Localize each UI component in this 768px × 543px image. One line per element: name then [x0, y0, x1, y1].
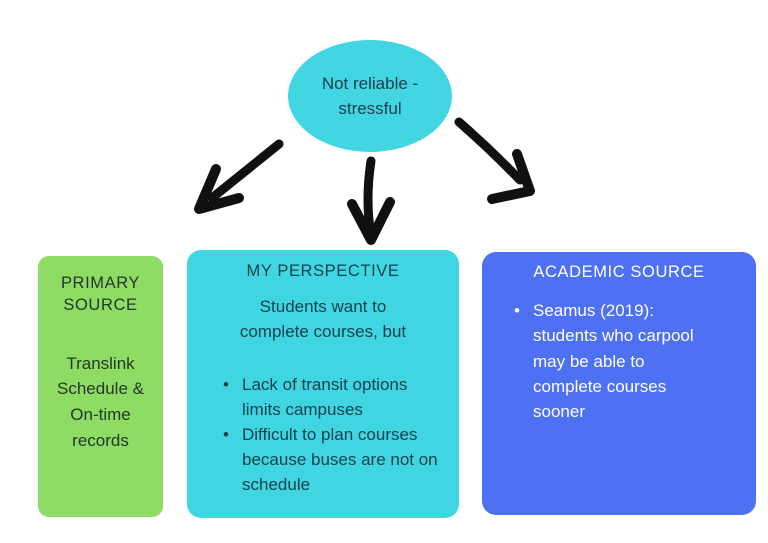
my-perspective-box: MY PERSPECTIVE Students want to complete…: [187, 250, 459, 518]
topic-bubble: Not reliable - stressful: [288, 40, 452, 152]
primary-source-box: PRIMARY SOURCE Translink Schedule & On-t…: [38, 256, 163, 517]
primary-source-title: PRIMARY SOURCE: [60, 274, 141, 315]
topic-bubble-text: Not reliable - stressful: [321, 73, 419, 119]
arrow-down-right-icon: [454, 117, 535, 204]
my-perspective-bullets: Lack of transit options limits campuses …: [223, 372, 445, 498]
my-perspective-intro: Students want to complete courses, but: [239, 297, 407, 341]
academic-source-box: ACADEMIC SOURCE Seamus (2019): students …: [482, 252, 756, 515]
arrow-down-left-icon: [194, 139, 284, 214]
arrow-down-icon: [347, 156, 395, 245]
academic-source-bullets: Seamus (2019): students who carpool may …: [514, 298, 742, 424]
academic-source-title: ACADEMIC SOURCE: [533, 263, 705, 281]
my-perspective-title: MY PERSPECTIVE: [246, 262, 400, 280]
primary-source-body: Translink Schedule & On-time records: [57, 353, 144, 451]
bullet-item: Seamus (2019): students who carpool may …: [514, 298, 708, 424]
bullet-item: Lack of transit options limits campuses: [223, 372, 440, 422]
bullet-item: Difficult to plan courses because buses …: [223, 422, 440, 497]
